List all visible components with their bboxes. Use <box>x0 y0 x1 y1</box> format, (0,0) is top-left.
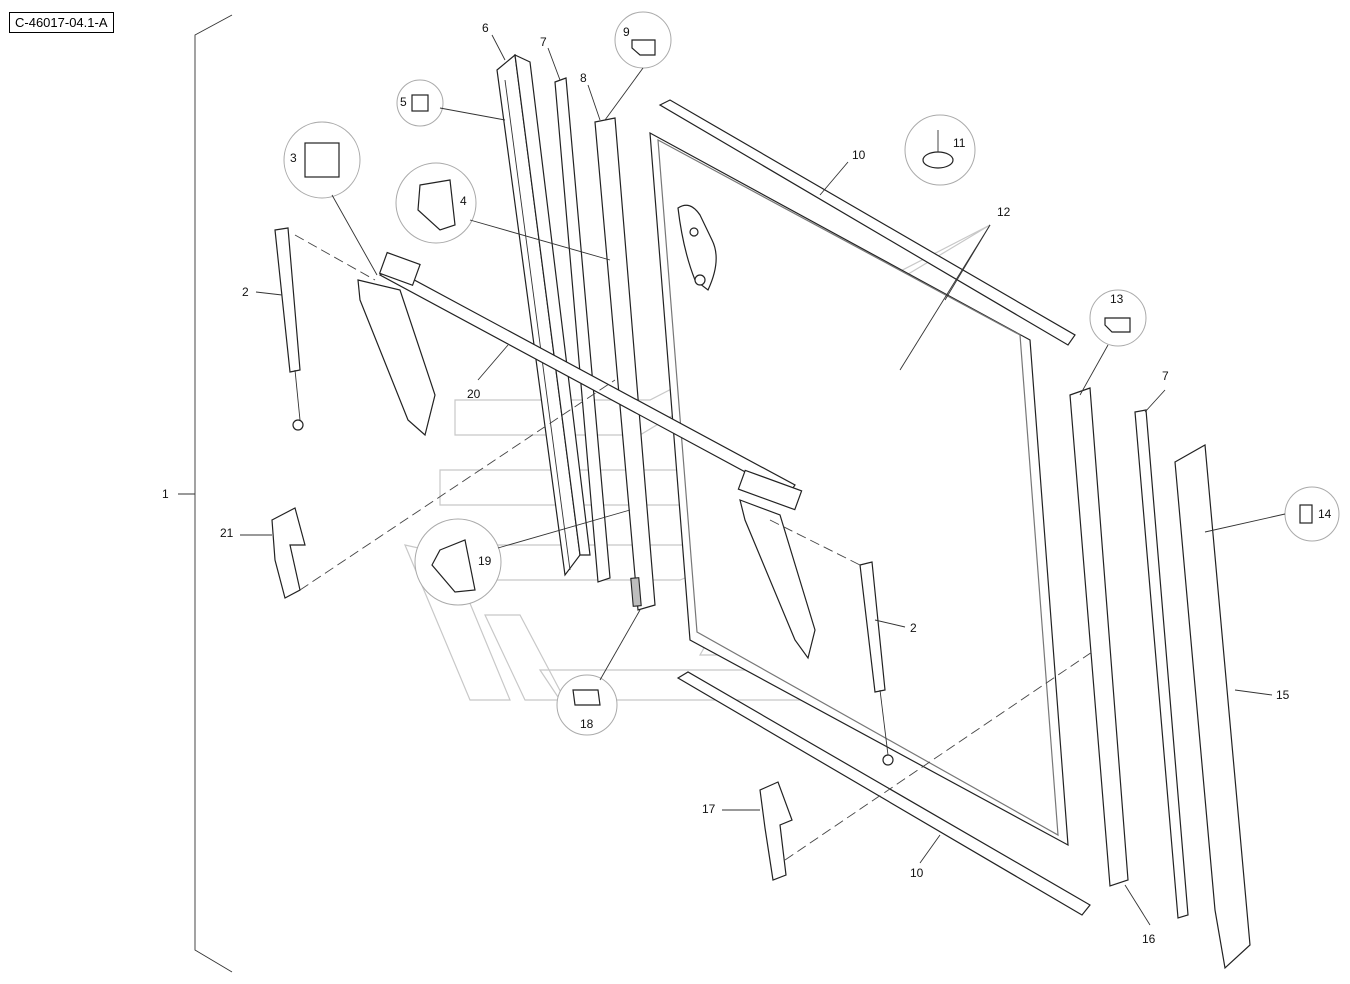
callout-16: 16 <box>1142 932 1156 946</box>
callout-12: 12 <box>997 205 1011 219</box>
callout-1: 1 <box>162 487 169 501</box>
part-rail-10-top <box>658 99 1076 346</box>
callout-3: 3 <box>290 151 297 165</box>
part-channel-15 <box>1174 444 1251 970</box>
callout-6: 6 <box>482 21 489 35</box>
part-post-8 <box>594 117 656 611</box>
part-handle-21 <box>271 507 306 599</box>
part-rail-10-bottom <box>676 671 1091 916</box>
callout-10-top: 10 <box>852 148 866 162</box>
callout-21: 21 <box>220 526 234 540</box>
callout-7-right: 7 <box>1162 369 1169 383</box>
callout-2-right: 2 <box>910 621 917 635</box>
callout-17: 17 <box>702 802 716 816</box>
part-seal-7 <box>554 77 611 583</box>
callout-19: 19 <box>478 554 492 568</box>
callout-14: 14 <box>1318 507 1332 521</box>
assembly-bracket <box>194 14 233 973</box>
callout-8: 8 <box>580 71 587 85</box>
callout-15: 15 <box>1276 688 1290 702</box>
part-seal-7-right <box>1134 409 1189 919</box>
callout-5: 5 <box>400 95 407 109</box>
leader-lines <box>240 34 1286 926</box>
part-post-16 <box>1069 387 1129 887</box>
callout-13: 13 <box>1110 292 1124 306</box>
part-latch-17 <box>759 781 793 881</box>
part-channel-6 <box>496 53 591 577</box>
callout-4: 4 <box>460 194 467 208</box>
callout-7-left: 7 <box>540 35 547 49</box>
part-strut-2-right <box>859 561 894 766</box>
callout-9: 9 <box>623 25 630 39</box>
figure-id-label: C-46017-04.1-A <box>9 12 114 33</box>
part-glass-12 <box>649 131 1069 847</box>
callout-18: 18 <box>580 717 594 731</box>
part-arm-left <box>357 279 436 437</box>
callout-20: 20 <box>467 387 481 401</box>
glass-cutout <box>677 204 717 291</box>
part-arm-right <box>739 499 816 660</box>
callout-10-bottom: 10 <box>910 866 924 880</box>
callout-11: 11 <box>953 136 966 150</box>
callout-circle-11 <box>904 114 976 186</box>
part-strut-2-left <box>274 227 304 431</box>
callout-2-left: 2 <box>242 285 249 299</box>
